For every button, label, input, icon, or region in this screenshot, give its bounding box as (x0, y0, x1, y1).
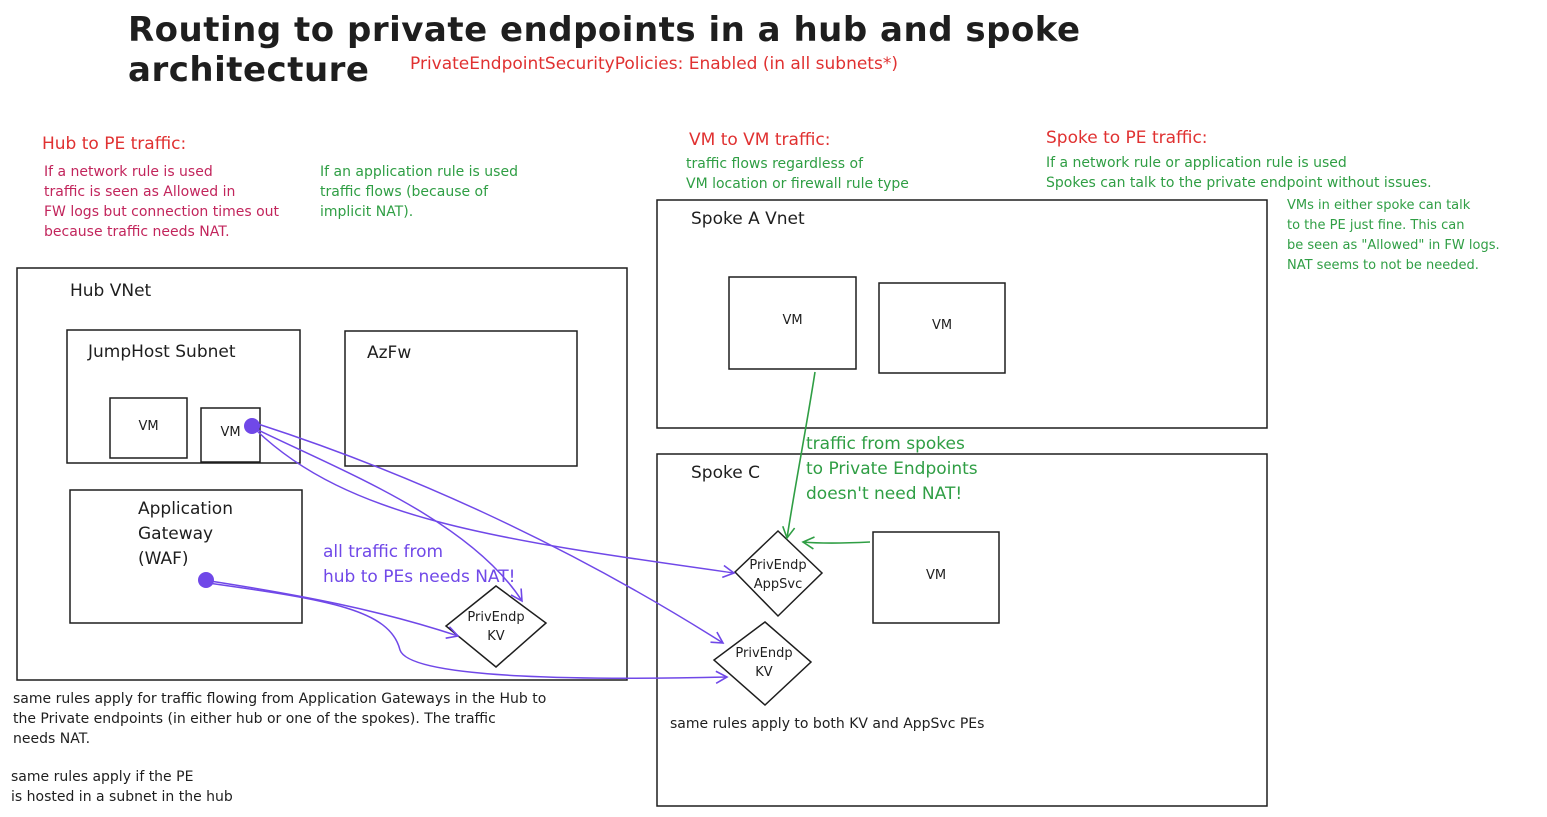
hub-vnet-box (16, 267, 628, 681)
jumphost-subnet-label: JumpHost Subnet (88, 342, 236, 362)
spoke-c-vm-label: VM (925, 568, 947, 583)
spoke-c-box (656, 453, 1268, 807)
spoke-a-box (656, 199, 1268, 429)
appgw-to-spoke-kv-pe-arrow (207, 582, 729, 684)
spoke-c-label: Spoke C (691, 463, 760, 483)
jumphost-to-appsvc-pe-arrow (255, 429, 736, 579)
page-subtitle: PrivateEndpointSecurityPolicies: Enabled… (410, 54, 898, 74)
spoke-pe-appsvc-label: PrivEndp AppSvc (749, 558, 807, 592)
spoke-a-vm-2-label: VM (931, 318, 953, 333)
jumphost-to-spoke-kv-pe-arrow (257, 423, 725, 644)
spoke-nat-annotation: traffic from spokes to Private Endpoints… (806, 434, 978, 504)
vm-to-vm-heading: VM to VM traffic: (689, 130, 831, 150)
spoke-a-vm-1-label: VM (782, 313, 803, 328)
app-gateway-box (69, 489, 303, 624)
spoke-pe-kv-label: PrivEndp KV (735, 646, 793, 680)
jumphost-vm-2-box (200, 407, 261, 463)
kv-appsvc-note: same rules apply to both KV and AppSvc P… (670, 716, 985, 732)
hub-network-rule-note: If a network rule is used traffic is see… (44, 164, 280, 240)
jumphost-vm-1-label: VM (138, 419, 159, 434)
hub-to-pe-heading: Hub to PE traffic: (42, 134, 187, 154)
spoke-pe-kv-diamond (712, 621, 813, 707)
appgw-to-hub-pe-arrow (209, 580, 460, 640)
spoke-c-vm-to-pe-arrow (801, 536, 871, 550)
spoke-to-pe-note: If a network rule or application rule is… (1046, 155, 1432, 191)
spoke-a-vm-2-box (878, 282, 1006, 374)
spoke-a-label: Spoke A Vnet (691, 209, 805, 229)
app-gateway-label: Application Gateway (WAF) (138, 499, 233, 569)
spoke-c-vm-box (872, 531, 1000, 624)
appgw-note: same rules apply for traffic flowing fro… (13, 691, 547, 747)
hub-pe-note: same rules apply if the PE is hosted in … (11, 769, 233, 805)
hub-pe-kv-diamond (444, 585, 548, 668)
spoke-pe-appsvc-diamond (733, 529, 824, 618)
jumphost-vm-1-box (109, 397, 188, 459)
jumphost-vm-2-label: VM (220, 425, 241, 440)
hub-app-rule-note: If an application rule is used traffic f… (320, 164, 518, 220)
hub-nat-annotation: all traffic from hub to PEs needs NAT! (323, 542, 516, 587)
spoke-a-to-pe-arrow (782, 371, 816, 540)
vm-to-vm-note: traffic flows regardless of VM location … (686, 156, 909, 192)
jumphost-subnet-box (66, 329, 301, 464)
azfw-box (344, 330, 578, 467)
spoke-vms-note: VMs in either spoke can talk to the PE j… (1287, 198, 1500, 273)
hub-pe-kv-label: PrivEndp KV (467, 610, 525, 644)
jumphost-to-hub-pe-arrow (253, 427, 523, 603)
azfw-label: AzFw (367, 343, 412, 363)
appgw-origin-dot (198, 572, 214, 588)
page-title: Routing to private endpoints in a hub an… (128, 10, 1081, 90)
hub-vnet-label: Hub VNet (70, 281, 152, 301)
spoke-a-vm-1-box (728, 276, 857, 370)
spoke-to-pe-heading: Spoke to PE traffic: (1046, 128, 1208, 148)
